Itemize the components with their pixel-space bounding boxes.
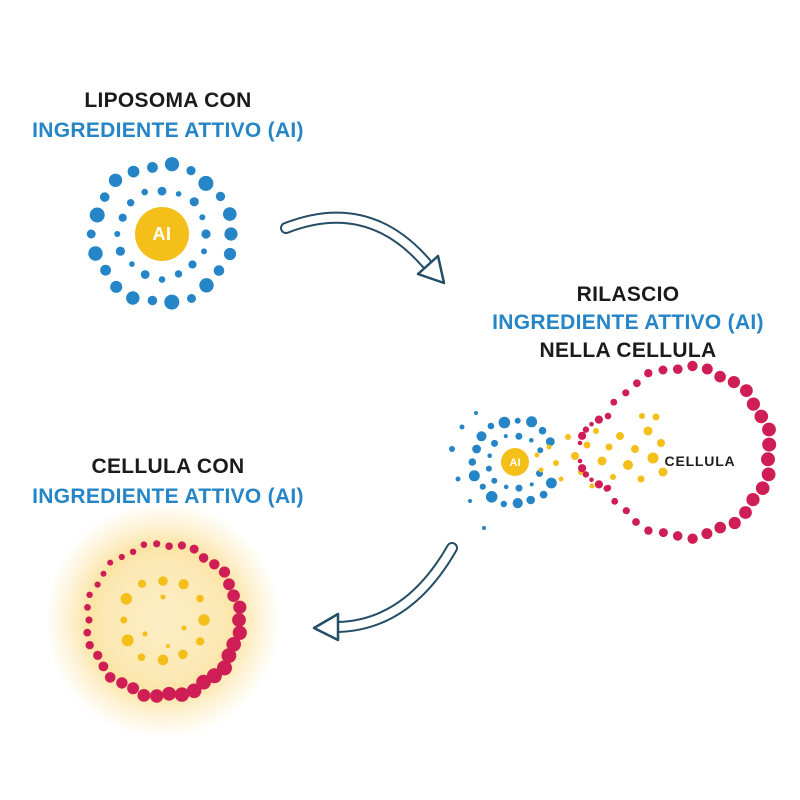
release-title-line1: RILASCIO — [576, 283, 680, 306]
cell-inner-ai-ring — [120, 576, 210, 666]
curved-arrow-left-icon — [312, 542, 458, 642]
cell-membrane-funnel-bottom — [577, 458, 612, 492]
liposome-inner-ring — [114, 186, 211, 283]
release-illustration: AI CELLULA — [449, 360, 777, 544]
release-liposome-outer-ring — [468, 416, 557, 509]
active-ingredient-label: AI — [153, 224, 172, 244]
cell-membrane-funnel-top — [577, 412, 612, 446]
cell-membrane-ring-full — [83, 540, 247, 703]
liposome-title-line2: INGREDIENTE ATTIVO (AI) — [32, 119, 304, 142]
release-title: RILASCIO INGREDIENTE ATTIVO (AI) NELLA C… — [463, 281, 793, 365]
active-ingredient-core — [135, 207, 189, 261]
cell-with-ai-illustration — [45, 502, 281, 738]
liposome-illustration: AI — [86, 157, 238, 310]
release-title-line3: NELLA CELLULA — [539, 339, 717, 362]
release-active-ingredient-label: AI — [510, 457, 521, 469]
cell-membrane-ring — [603, 360, 777, 544]
release-liposome-inner-ring — [485, 432, 544, 492]
liposome-title: LIPOSOMA CON INGREDIENTE ATTIVO (AI) — [3, 86, 333, 146]
cell-title-line1: CELLULA CON — [91, 455, 245, 478]
active-ingredient-stream-dots — [534, 413, 668, 489]
cell-glow — [45, 502, 281, 738]
cell-inner-ai-scatter — [142, 594, 187, 648]
release-stray-blue-dots — [449, 411, 486, 530]
curved-arrow-right-icon — [280, 211, 446, 285]
cell-name-label: CELLULA — [665, 453, 736, 469]
release-title-line2: INGREDIENTE ATTIVO (AI) — [492, 311, 764, 334]
cell-title-line2: INGREDIENTE ATTIVO (AI) — [32, 485, 304, 508]
cell-title: CELLULA CON INGREDIENTE ATTIVO (AI) — [3, 452, 333, 512]
liposome-outer-ring — [86, 157, 238, 310]
liposome-title-line1: LIPOSOMA CON — [84, 89, 252, 112]
release-active-ingredient-core — [501, 448, 529, 476]
